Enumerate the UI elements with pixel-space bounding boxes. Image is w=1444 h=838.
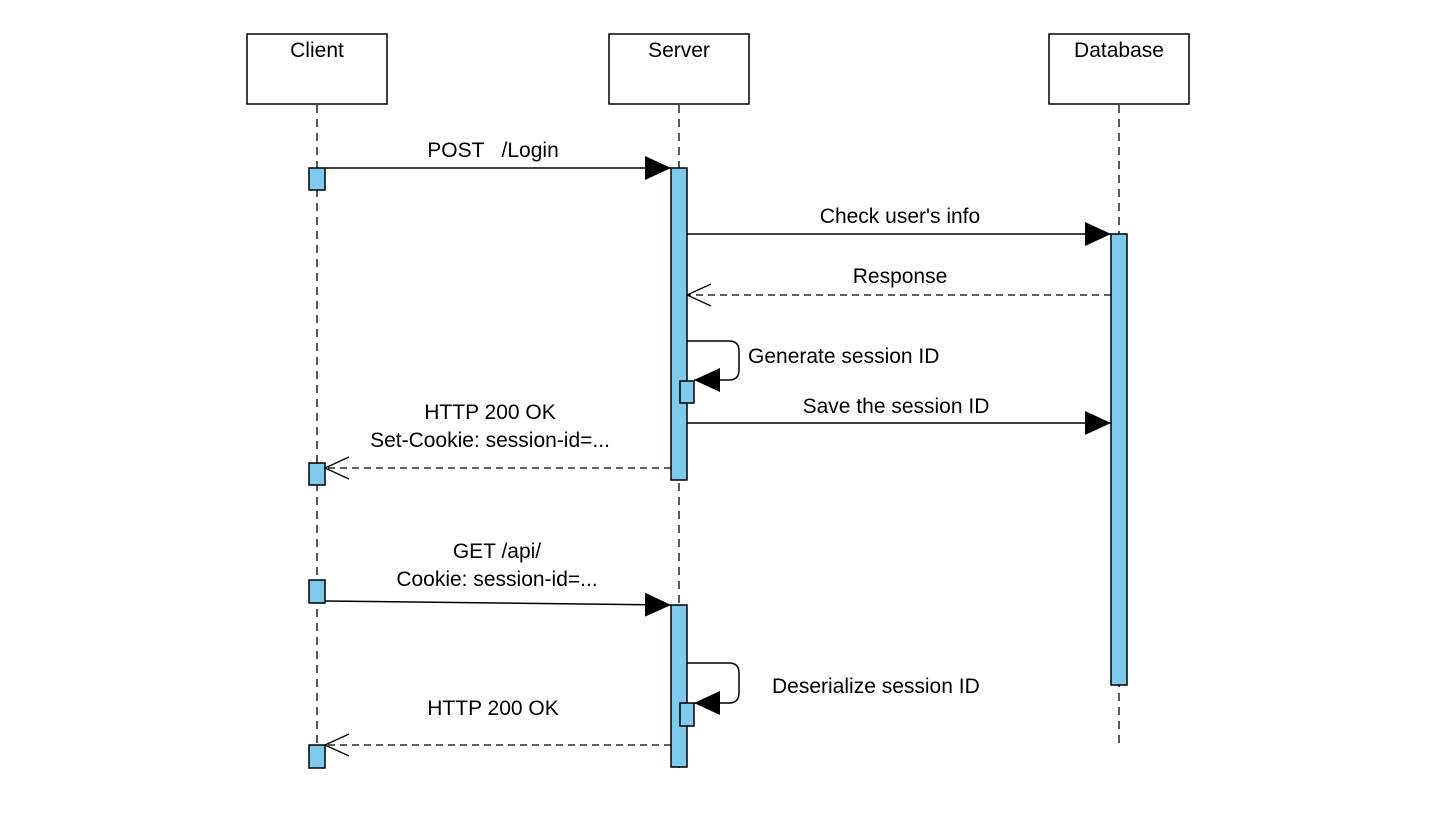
message-http-200-set-cookie-label-line-1: HTTP 200 OK <box>424 401 556 424</box>
message-get-api-label-line-1: GET /api/ <box>453 540 541 563</box>
participant-client-label: Client <box>290 39 344 62</box>
activation-client-4 <box>308 744 326 769</box>
activation-server-self-2 <box>679 702 695 727</box>
message-save-session-id: Save the session ID <box>687 395 1111 435</box>
message-deserialize-session-id-label: Deserialize session ID <box>772 675 980 698</box>
participant-server-box <box>608 33 750 105</box>
message-get-api-arrow <box>324 592 672 617</box>
activation-server-self-1 <box>679 380 695 404</box>
participant-client: Client <box>246 33 388 105</box>
message-get-api: GET /api/ Cookie: session-id=... <box>324 540 672 617</box>
activation-client-2 <box>308 462 326 486</box>
activation-server-2 <box>670 604 688 768</box>
message-generate-session-id-label: Generate session ID <box>748 345 939 368</box>
participant-database-label: Database <box>1074 39 1164 62</box>
participant-server: Server <box>608 33 750 105</box>
message-generate-session-id: Generate session ID <box>687 340 939 392</box>
participant-database: Database <box>1048 33 1190 105</box>
participant-client-box <box>246 33 388 105</box>
activation-client-1 <box>308 167 326 191</box>
message-http-200-set-cookie-label-line-2: Set-Cookie: session-id=... <box>370 429 610 452</box>
message-http-200-ok-label: HTTP 200 OK <box>427 697 559 720</box>
participant-server-label: Server <box>648 39 710 62</box>
message-save-session-id-label: Save the session ID <box>803 395 990 418</box>
message-response-label: Response <box>853 265 948 288</box>
activation-client-3 <box>308 579 326 604</box>
message-response: Response <box>687 265 1111 295</box>
message-post-login-label: POST /Login <box>427 139 559 162</box>
message-deserialize-session-id-arrow <box>687 662 740 715</box>
message-get-api-label-line-2: Cookie: session-id=... <box>396 568 597 591</box>
message-post-login: POST /Login <box>325 139 671 180</box>
activation-server-1 <box>670 167 688 481</box>
message-deserialize-session-id: Deserialize session ID <box>687 662 980 715</box>
activation-database-1 <box>1110 233 1128 686</box>
message-http-200-set-cookie: HTTP 200 OK Set-Cookie: session-id=... <box>325 401 671 468</box>
participant-database-box <box>1048 33 1190 105</box>
message-http-200-ok: HTTP 200 OK <box>325 697 671 745</box>
message-generate-session-id-arrow <box>687 340 740 392</box>
message-check-user-info-label: Check user's info <box>820 205 980 228</box>
message-check-user-info: Check user's info <box>687 205 1111 246</box>
